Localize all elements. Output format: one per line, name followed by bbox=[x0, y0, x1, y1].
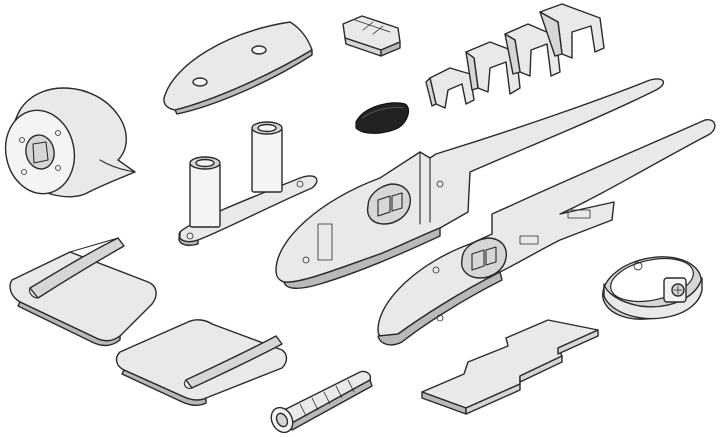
pad-icon bbox=[355, 102, 410, 134]
control-horn-icon bbox=[9, 237, 157, 347]
control-horn-icon bbox=[115, 319, 288, 407]
clip-icon bbox=[504, 23, 561, 77]
flat-plate-icon bbox=[421, 319, 599, 415]
fuselage-half-icon bbox=[275, 78, 665, 289]
clip-icon bbox=[425, 67, 475, 109]
plate-icon bbox=[163, 21, 313, 115]
clip-icon bbox=[539, 3, 605, 59]
hinge-icon bbox=[342, 15, 401, 57]
ring-clamp-icon bbox=[601, 256, 703, 320]
tube-mount-icon bbox=[178, 121, 318, 246]
rod-icon bbox=[270, 370, 373, 434]
motor-cowl-icon bbox=[4, 87, 136, 198]
fuselage-half-icon bbox=[377, 119, 716, 346]
